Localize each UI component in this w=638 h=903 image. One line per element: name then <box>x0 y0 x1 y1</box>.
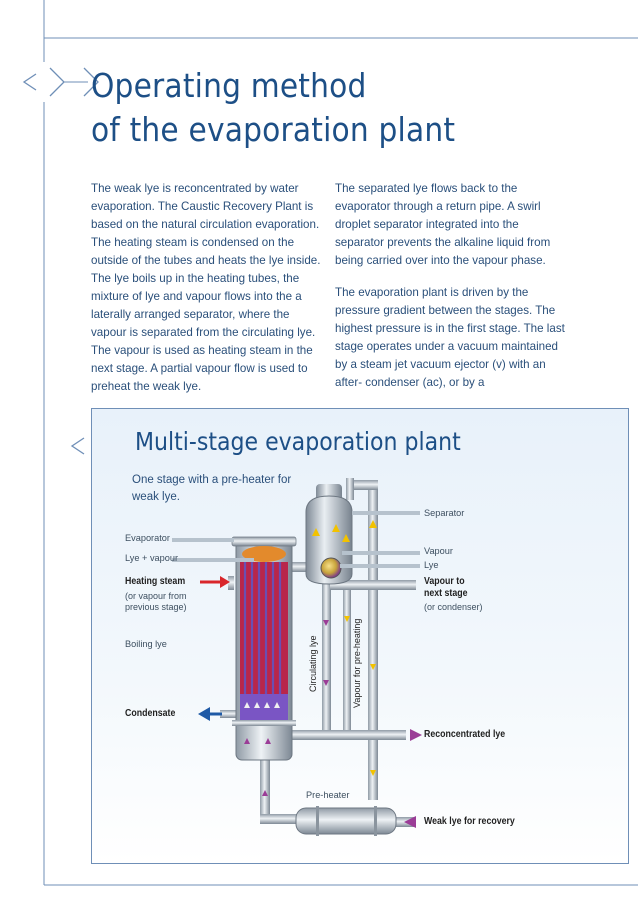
body-text-right-column: The separated lye flows back to the evap… <box>335 180 565 406</box>
flow-arrows <box>198 576 422 828</box>
page-title-line-1: Operating method <box>91 66 367 105</box>
label-evaporator: Evaporator <box>125 533 170 543</box>
body-paragraph: The weak lye is reconcentrated by water … <box>91 182 321 393</box>
circulating-lye-pipe <box>322 580 331 740</box>
pre-heater-vessel <box>295 806 397 836</box>
diagram-title: Multi-stage evaporation plant <box>135 427 461 456</box>
reconcentrated-lye-arrow <box>410 729 422 741</box>
body-text-left-column: The weak lye is reconcentrated by water … <box>91 180 323 410</box>
label-pre-heater: Pre-heater <box>306 790 350 800</box>
evaporator-bottom-pipe <box>260 745 270 821</box>
label-weak-lye: Weak lye for recovery <box>424 816 515 827</box>
page-title-line-2: of the evaporation plant <box>91 110 456 149</box>
separator-vessel <box>305 484 377 585</box>
label-vapour-preheating: Vapour for pre-heating <box>352 618 362 708</box>
label-reconcentrated-lye: Reconcentrated lye <box>424 729 506 740</box>
page-title: Operating method of the evaporation plan… <box>91 64 455 152</box>
right-vertical-pipe <box>368 484 378 800</box>
label-boiling-lye: Boiling lye <box>125 639 167 649</box>
weak-lye-arrow <box>404 816 416 828</box>
chevron-left-icon <box>22 73 37 91</box>
diagram-subtitle: One stage with a pre-heater for weak lye… <box>132 474 292 503</box>
label-separator: Separator <box>424 508 465 518</box>
body-paragraph: The separated lye flows back to the evap… <box>335 182 551 267</box>
label-lye-vapour: Lye + vapour <box>125 553 179 563</box>
label-lye: Lye <box>424 560 439 570</box>
label-circulating-lye: Circulating lye <box>308 635 318 692</box>
heating-steam-arrow-head <box>220 576 230 588</box>
pipework <box>260 484 378 821</box>
body-paragraph: The evaporation plant is driven by the p… <box>335 286 565 389</box>
label-vapour-next-note: (or condenser) <box>424 602 483 612</box>
reconcentrated-lye-pipe <box>280 730 406 740</box>
condensate-arrow-head <box>198 707 210 721</box>
vapour-outlet-pipe <box>330 580 416 590</box>
label-heating-steam: Heating steam <box>125 576 186 587</box>
label-leader-lines <box>172 511 420 568</box>
vapour-preheating-pipe <box>343 580 351 740</box>
label-condensate: Condensate <box>125 708 176 719</box>
label-vapour: Vapour <box>424 546 453 556</box>
evaporator-vessel <box>224 536 297 761</box>
swirl-droplet-separator-icon <box>320 557 342 579</box>
